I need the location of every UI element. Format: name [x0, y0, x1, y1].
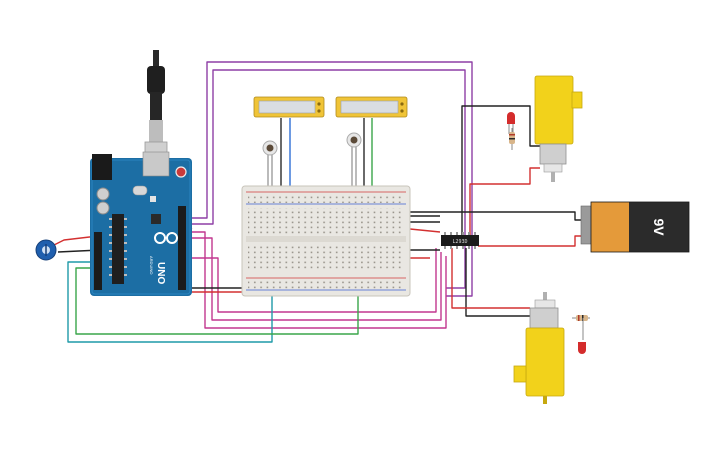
- battery-9v[interactable]: 9V: [580, 201, 690, 253]
- wire-purple-2[interactable]: [190, 69, 466, 289]
- wire-magenta-2[interactable]: [190, 237, 442, 321]
- arduino-uno-label: UNO: [155, 262, 166, 284]
- wire-magenta-3[interactable]: [190, 248, 437, 313]
- photoresistor-icon[interactable]: [346, 132, 362, 148]
- gear-motor-icon[interactable]: [513, 292, 565, 404]
- motor-driver-chip[interactable]: L293D: [441, 232, 479, 249]
- wire-purple-1[interactable]: [190, 61, 473, 297]
- driver-chip-label: L293D: [452, 239, 467, 245]
- wire-magenta-1[interactable]: [190, 231, 447, 329]
- led-icon[interactable]: [578, 342, 586, 354]
- wire-teal[interactable]: [67, 220, 273, 343]
- arduino-brand-label: ARDUINO: [149, 256, 154, 274]
- resistor-icon[interactable]: [572, 315, 590, 340]
- resistor-icon[interactable]: [509, 128, 515, 150]
- breadboard[interactable]: [241, 185, 411, 297]
- photoresistor-icon[interactable]: [262, 140, 278, 156]
- sensor-module-right[interactable]: [335, 96, 408, 118]
- wire-black-battery[interactable]: [400, 211, 582, 221]
- wire-black-bottom-motor[interactable]: [465, 248, 530, 317]
- wire-red-bottom-motor[interactable]: [451, 248, 530, 309]
- gear-motor-icon[interactable]: [534, 75, 583, 182]
- arduino-uno-board[interactable]: UNO ARDUINO: [90, 151, 192, 296]
- led-icon[interactable]: [507, 112, 515, 134]
- wire-red-battery[interactable]: [478, 235, 582, 247]
- potentiometer-icon[interactable]: [35, 239, 57, 261]
- battery-label: 9V: [651, 218, 667, 236]
- sensor-module-left[interactable]: [253, 96, 325, 118]
- wire-green[interactable]: [75, 222, 359, 335]
- arduino-logo: [154, 232, 178, 244]
- wire-black-top-motor[interactable]: [461, 105, 540, 236]
- wire-red-top-motor[interactable]: [469, 167, 540, 236]
